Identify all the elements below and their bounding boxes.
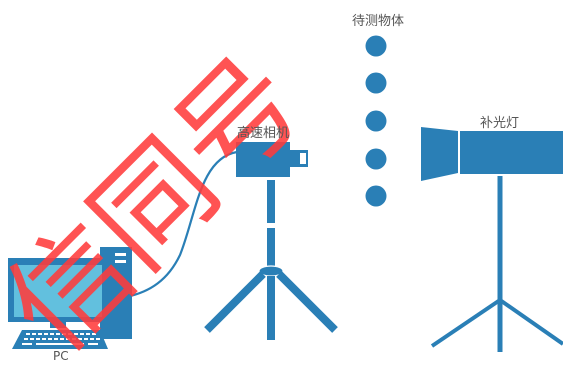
camera-tripod (204, 180, 338, 340)
camera-icon (236, 142, 308, 177)
watermark: 信同号 (0, 30, 328, 365)
pc-monitor-neck (50, 322, 66, 328)
watermark-text: 信同号 (0, 30, 328, 365)
camera-label: 高速相机 (237, 126, 290, 141)
camera-cable (125, 150, 238, 299)
object-dot (365, 185, 387, 207)
pc-tower-slot (115, 253, 126, 256)
object-dot (365, 110, 387, 132)
camera-lens-glass (300, 153, 306, 164)
pc-icon (8, 247, 132, 349)
light-label: 补光灯 (480, 116, 520, 131)
light-body (460, 131, 563, 174)
pc-tower-slot (115, 260, 126, 263)
pc-keyboard-keys (22, 333, 100, 345)
light-icon (421, 127, 563, 181)
object-dot (365, 148, 387, 170)
light-reflector (421, 127, 458, 181)
object-dot (365, 72, 387, 94)
object-dots (365, 35, 387, 207)
objects-label: 待测物体 (352, 14, 405, 29)
light-stand (430, 176, 563, 352)
pc-monitor-screen (14, 265, 102, 317)
pc-label: PC (53, 349, 69, 363)
object-dot (365, 35, 387, 57)
camera-body (236, 142, 290, 177)
